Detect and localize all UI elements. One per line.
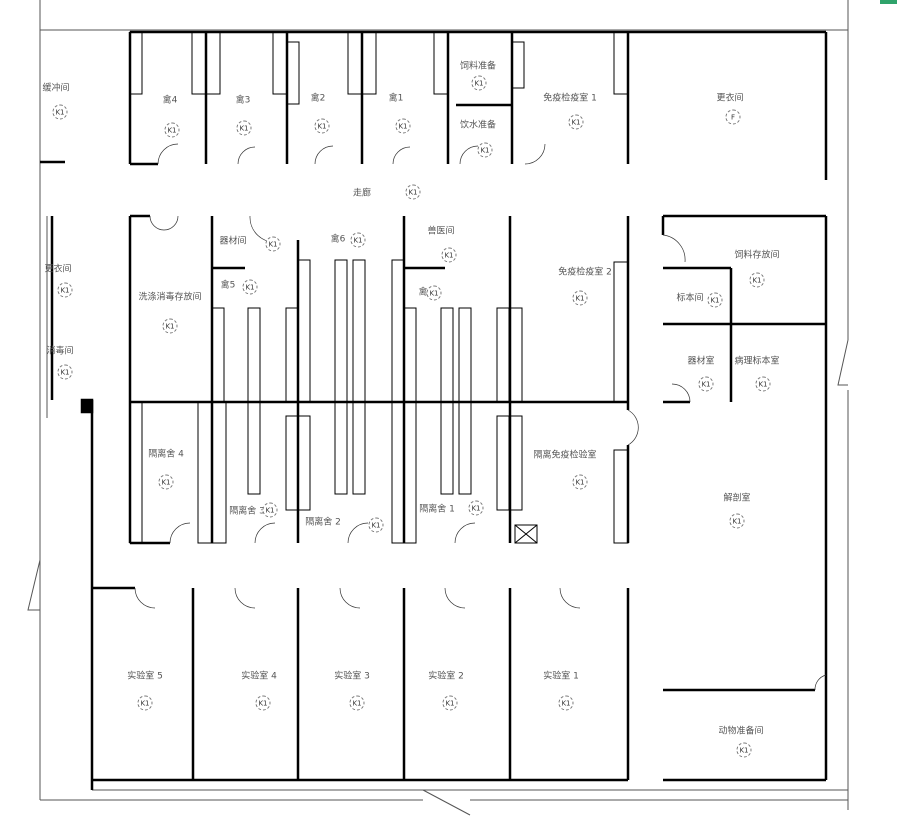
room-label: 饲料准备 — [459, 61, 497, 72]
room-code-badge: K1 — [568, 114, 584, 130]
room-label: 兽医间 — [427, 226, 455, 237]
room-label: 实验室 3 — [334, 671, 370, 682]
room-code-badge: K1 — [265, 236, 281, 252]
room-code-badge: K1 — [572, 474, 588, 490]
room-code-badge: K1 — [350, 232, 366, 248]
room-code-badge: K1 — [477, 142, 493, 158]
room-code-badge: K1 — [707, 292, 723, 308]
outer-frame — [27, 0, 849, 816]
room-code-badge: K1 — [158, 474, 174, 490]
room-code-badge: K1 — [468, 500, 484, 516]
room-label: 动物准备间 — [718, 726, 764, 737]
room-label: 禽4 — [162, 95, 178, 106]
room-label: 隔离舍 2 — [305, 517, 341, 528]
room-label: 隔离舍 3 — [229, 506, 265, 517]
room-code-badge: K1 — [57, 282, 73, 298]
room-label: 器材间 — [219, 236, 247, 247]
room-label: 饮水准备 — [459, 120, 497, 131]
room-code-badge: K1 — [572, 290, 588, 306]
room-label: 实验室 1 — [543, 671, 579, 682]
room-label: 走廊 — [352, 188, 372, 199]
room-label: 禽6 — [330, 234, 346, 245]
room-label: 禽5 — [220, 280, 236, 291]
room-code-badge: K1 — [749, 272, 765, 288]
room-label: 禽 — [418, 287, 428, 298]
room-label: 禽2 — [310, 93, 326, 104]
room-code-badge: K1 — [262, 502, 278, 518]
room-code-badge: K1 — [57, 364, 73, 380]
room-label: 洗涤消毒存放间 — [138, 292, 202, 303]
room-label: 实验室 2 — [428, 671, 464, 682]
room-code-badge: K1 — [162, 318, 178, 334]
room-code-badge: K1 — [52, 104, 68, 120]
room-code-badge: K1 — [164, 122, 180, 138]
room-label: 消毒间 — [46, 346, 74, 357]
room-code-badge: K1 — [368, 517, 384, 533]
room-code-badge: K1 — [698, 376, 714, 392]
room-code-badge: K1 — [314, 118, 330, 134]
room-code-badge: K1 — [729, 513, 745, 529]
room-label: 免疫检疫室 2 — [558, 267, 612, 278]
room-code-badge: K1 — [736, 742, 752, 758]
room-label: 病理标本室 — [734, 356, 780, 367]
room-label: 禽3 — [235, 95, 251, 106]
room-label: 标本间 — [676, 293, 704, 304]
room-code-badge: K1 — [426, 285, 442, 301]
room-label: 器材室 — [687, 356, 715, 367]
door-swings — [134, 143, 827, 691]
room-code-badge: K1 — [755, 376, 771, 392]
room-code-badge: K1 — [405, 184, 421, 200]
cage-racks — [129, 31, 629, 544]
room-label: 实验室 5 — [127, 671, 163, 682]
room-code-badge: K1 — [242, 279, 258, 295]
room-label: 隔离免疫检验室 — [533, 450, 597, 461]
room-code-badge: K1 — [349, 695, 365, 711]
room-code-badge: K1 — [558, 695, 574, 711]
room-label: 隔离舍 1 — [419, 504, 455, 515]
room-code-badge: K1 — [441, 247, 457, 263]
room-label: 禽1 — [388, 93, 404, 104]
room-code-badge: K1 — [471, 75, 487, 91]
room-code-badge: K1 — [137, 695, 153, 711]
room-label: 更衣间 — [716, 93, 744, 104]
room-code-badge: K1 — [395, 118, 411, 134]
room-code-badge: K1 — [236, 120, 252, 136]
room-label: 饲料存放间 — [734, 250, 780, 261]
room-label: 实验室 4 — [241, 671, 277, 682]
room-code-badge: K1 — [255, 695, 271, 711]
room-label: 免疫检疫室 1 — [543, 93, 597, 104]
room-label: 缓冲间 — [42, 83, 70, 94]
room-code-badge: K1 — [442, 695, 458, 711]
room-label: 更衣间 — [44, 264, 72, 275]
room-code-badge: F — [725, 109, 741, 125]
room-label: 隔离舍 4 — [148, 449, 184, 460]
corner-marker — [880, 0, 897, 4]
room-label: 解剖室 — [723, 493, 751, 504]
